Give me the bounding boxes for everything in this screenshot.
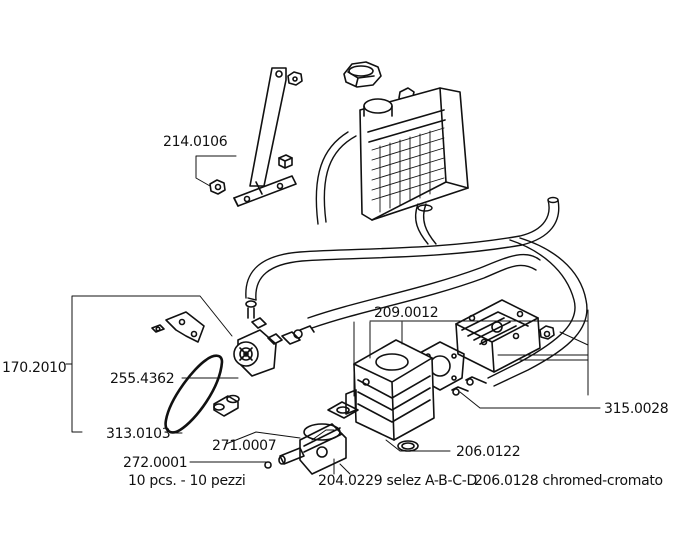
label-272-0001-note: 10 pcs. - 10 pezzi — [128, 473, 246, 489]
cylinder-side-gasket — [327, 401, 359, 419]
upper-radiator-hose — [315, 131, 357, 225]
head-bolts — [451, 376, 487, 396]
lower-radiator-hose — [414, 203, 437, 245]
kit-brace — [65, 295, 233, 433]
drive-belt — [164, 354, 224, 434]
bracket-nut-middle — [278, 154, 293, 169]
mounting-bracket — [233, 67, 297, 207]
label-214-0106: 214.0106 — [163, 134, 228, 150]
radiator-core — [371, 127, 445, 213]
pulley-bushing — [213, 394, 240, 417]
leader-lines — [173, 155, 601, 475]
label-255-4362: 255.4362 — [110, 371, 175, 387]
pump-fittings — [245, 300, 315, 345]
label-204-0229: 204.0229 selez A-B-C-D — [318, 473, 477, 489]
piston-pin — [278, 447, 305, 465]
bracket-nut-left — [209, 179, 226, 195]
radiator-cap — [343, 61, 382, 88]
label-315-0028: 315.0028 — [604, 401, 669, 417]
pump-bracket — [151, 311, 205, 343]
base-gasket — [397, 440, 419, 452]
piston — [299, 423, 347, 475]
cylinder — [345, 339, 435, 441]
long-return-hose — [245, 196, 560, 301]
head-stud-nut — [539, 325, 555, 340]
bracket-nut-top — [287, 71, 303, 86]
cylinder-head — [455, 299, 541, 373]
label-206-0128: 206.0128 chromed-cromato — [474, 473, 663, 489]
pin-circlip — [264, 461, 272, 469]
label-170-2010: 170.2010 — [2, 360, 67, 376]
label-209-0012: 209.0012 — [374, 305, 439, 321]
water-pump — [233, 329, 277, 377]
label-271-0007: 271.0007 — [212, 438, 277, 454]
label-206-0122: 206.0122 — [456, 444, 521, 460]
pump-outlet-hose — [307, 253, 541, 329]
label-272-0001: 272.0001 — [123, 455, 188, 471]
radiator — [359, 87, 469, 221]
label-313-0103: 313.0103 — [106, 426, 171, 442]
